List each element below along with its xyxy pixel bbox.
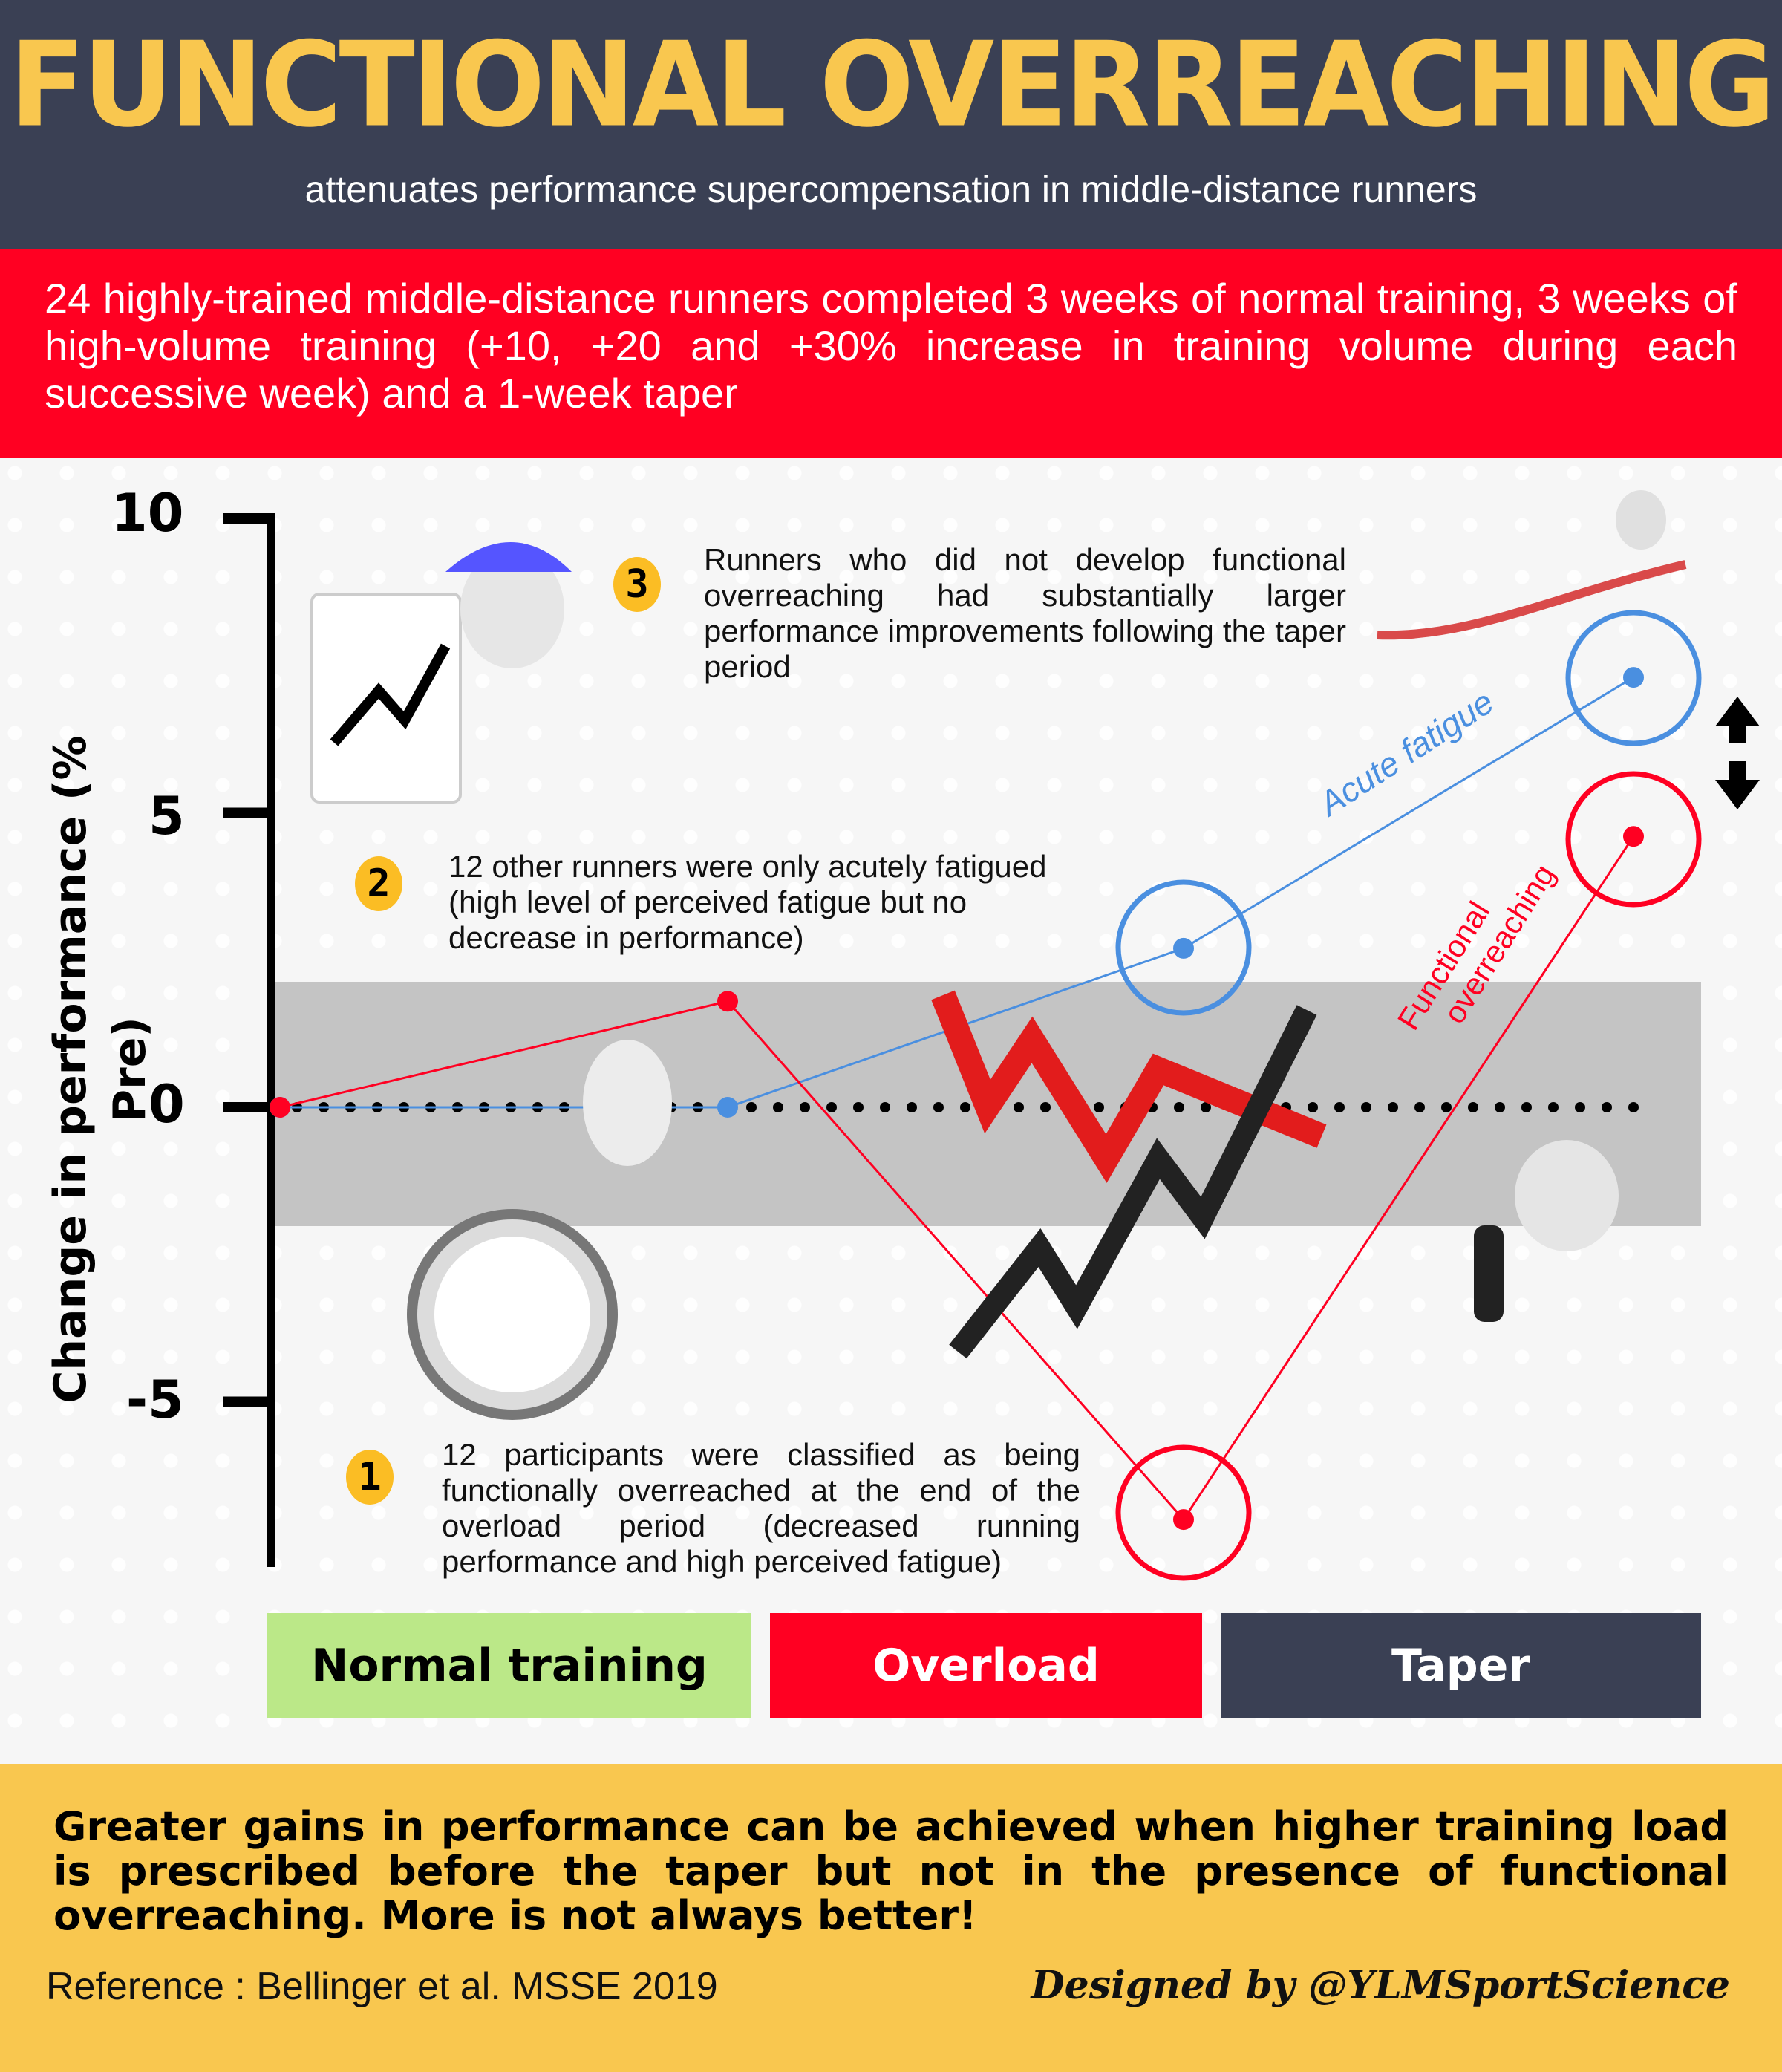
stopwatch-figure-illustration [407,1040,672,1420]
down-arrow-icon [1715,761,1760,809]
note-3-text: Runners who did not develop functional o… [704,542,1346,684]
coach-figure-illustration [310,542,572,804]
zigzag-arrows-illustration [931,990,1327,1359]
y-tick-0: 0 [148,1074,185,1135]
page-title: FUNCTIONAL OVERREACHING [9,17,1776,154]
note-3-badge: 3 [613,557,661,612]
data-point [717,1097,738,1118]
y-axis-ticks [223,513,275,1407]
data-point [1173,1509,1194,1531]
page-subtitle: attenuates performance supercompensation… [304,169,1478,210]
note-2-text: 12 other runners were only acutely fatig… [448,849,1047,955]
winner-figure-illustration [1377,490,1687,640]
header: FUNCTIONAL OVERREACHING attenuates perfo… [0,0,1782,249]
note-1-badge: 1 [346,1450,394,1505]
phase-normal-training: Normal training [267,1613,751,1718]
conclusion-text: Greater gains in performance can be achi… [53,1803,1729,1939]
data-point [1173,937,1194,959]
chart-series [270,667,1644,1531]
phase-overload: Overload [770,1613,1202,1718]
acute-end-circle [1565,610,1702,746]
phase-taper: Taper [1221,1613,1701,1718]
intro-band: 24 highly-trained middle-distance runner… [0,249,1782,458]
y-axis-title: Change in performance (% Pre) [45,735,156,1404]
y-tick-10: 10 [111,483,184,544]
data-point [1623,826,1644,847]
footer: Greater gains in performance can be achi… [0,1764,1782,2072]
intro-text: 24 highly-trained middle-distance runner… [45,275,1737,417]
data-point [1623,667,1644,688]
fo-mid-circle [1115,1444,1252,1581]
functional-overreaching-line [279,835,1635,1522]
data-point [270,1097,290,1118]
note-2-badge: 2 [355,856,402,911]
tired-figure-illustration [1474,1140,1619,1322]
data-point [717,991,738,1012]
fo-end-circle [1565,771,1702,908]
reference-text: Reference : Bellinger et al. MSSE 2019 [46,1965,718,2008]
note-1-text: 12 participants were classified as being… [442,1437,1080,1579]
designer-credit: Designed by @YLMSportScience [1031,1963,1730,2008]
up-arrow-icon [1715,697,1760,743]
y-tick-5: 5 [148,786,185,847]
acute-fatigue-label: Acute fatigue [1311,682,1501,824]
acute-mid-circle [1115,879,1252,1016]
y-tick-minus-5: -5 [126,1369,184,1430]
